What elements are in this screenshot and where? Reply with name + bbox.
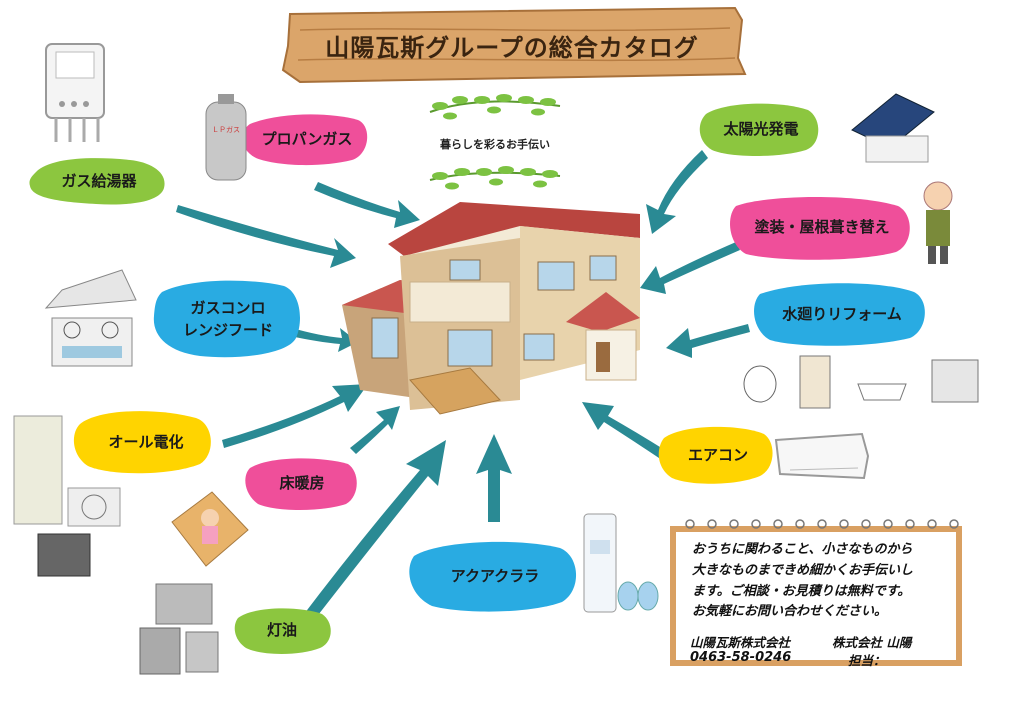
- blob-floor-heating: [245, 458, 357, 510]
- blob-solar: [699, 103, 819, 156]
- arrows: [176, 150, 750, 628]
- arrow-all-electric: [222, 384, 368, 448]
- kerosene-tank-image: [139, 583, 219, 675]
- solar-house-image: [851, 93, 935, 163]
- label-floor-heating: 床暖房: [279, 474, 325, 493]
- contact-person-label: 担当：: [848, 653, 886, 668]
- arrow-solar: [646, 150, 708, 234]
- label-gas-stove-line2: レンジフード: [182, 321, 273, 339]
- arrow-gas-stove: [290, 328, 358, 352]
- label-gas-stove-line1: ガスコンロ: [190, 299, 266, 318]
- label-all-electric: オール電化: [108, 433, 184, 452]
- note-line: ます。ご相談・お見積りは無料です。: [692, 583, 911, 599]
- label-solar: 太陽光発電: [723, 120, 799, 139]
- note-paper: [670, 519, 962, 666]
- blob-aircon: [658, 426, 773, 484]
- blob-gas-water-heater: [29, 158, 165, 205]
- arrow-kerosene: [298, 440, 446, 628]
- arrow-propane: [314, 182, 420, 228]
- propane-cylinder-image: ＬＰガス: [205, 94, 247, 181]
- label-kerosene: 灯油: [266, 621, 297, 640]
- label-water-reform: 水廻りリフォーム: [782, 305, 902, 324]
- note-line: 大きなものまできめ細かくお手伝いし: [692, 562, 914, 578]
- arrow-gas-water-heater: [176, 205, 356, 268]
- floor-heating-image: [171, 491, 249, 567]
- blob-propane: [242, 114, 368, 166]
- arrow-floor-heating: [350, 406, 400, 454]
- label-aquaclara: アクアクララ: [450, 567, 540, 586]
- tagline: 暮らしを彩るお手伝い: [440, 138, 550, 151]
- water-server-image: [583, 513, 659, 613]
- arrow-water-reform: [666, 324, 750, 358]
- house-illustration: [342, 202, 640, 415]
- leaf-garland-top: [429, 94, 561, 120]
- label-aircon: エアコン: [687, 446, 748, 465]
- note-line: お気軽にお問い合わせください。: [692, 604, 888, 620]
- note-message: おうちに関わること、小さなものから 大きなものまできめ細かくお手伝いし ます。ご…: [692, 540, 952, 623]
- stove-hood-image: [44, 269, 137, 367]
- label-propane-gas: プロパンガス: [261, 130, 353, 149]
- aircon-image: [774, 432, 870, 480]
- blob-gas-stove: [153, 280, 300, 358]
- note-line: おうちに関わること、小さなものから: [692, 542, 913, 557]
- title-board: [281, 6, 747, 84]
- page-title: 山陽瓦斯グループの総合カタログ: [325, 33, 699, 62]
- blob-painting: [730, 197, 910, 260]
- label-painting-roof: 塗装・屋根葺き替え: [754, 218, 890, 237]
- leaf-garland-bottom: [429, 166, 561, 190]
- blob-kerosene: [234, 608, 331, 654]
- water-fixtures-image: [743, 355, 979, 409]
- company-name-sanyo: 株式会社 山陽: [832, 635, 912, 650]
- water-heater-image: [45, 43, 105, 142]
- arrow-aquaclara: [476, 434, 512, 522]
- svg-text:ＬＰガス: ＬＰガス: [212, 125, 240, 134]
- arrow-painting: [640, 242, 740, 294]
- blob-water-reform: [754, 283, 925, 346]
- all-electric-image: [13, 415, 121, 577]
- company-name-sanyo-gas: 山陽瓦斯株式会社: [690, 635, 791, 650]
- label-gas-stove: ガスコンロ レンジフード: [154, 284, 302, 356]
- label-blobs: [29, 103, 925, 654]
- blob-aquaclara: [409, 541, 577, 612]
- label-gas-water-heater: ガス給湯器: [61, 172, 137, 191]
- blob-all-electric: [73, 411, 211, 474]
- painter-image: [923, 181, 953, 264]
- phone-number[interactable]: 0463-58-0246: [690, 650, 792, 665]
- arrow-aircon: [582, 402, 668, 460]
